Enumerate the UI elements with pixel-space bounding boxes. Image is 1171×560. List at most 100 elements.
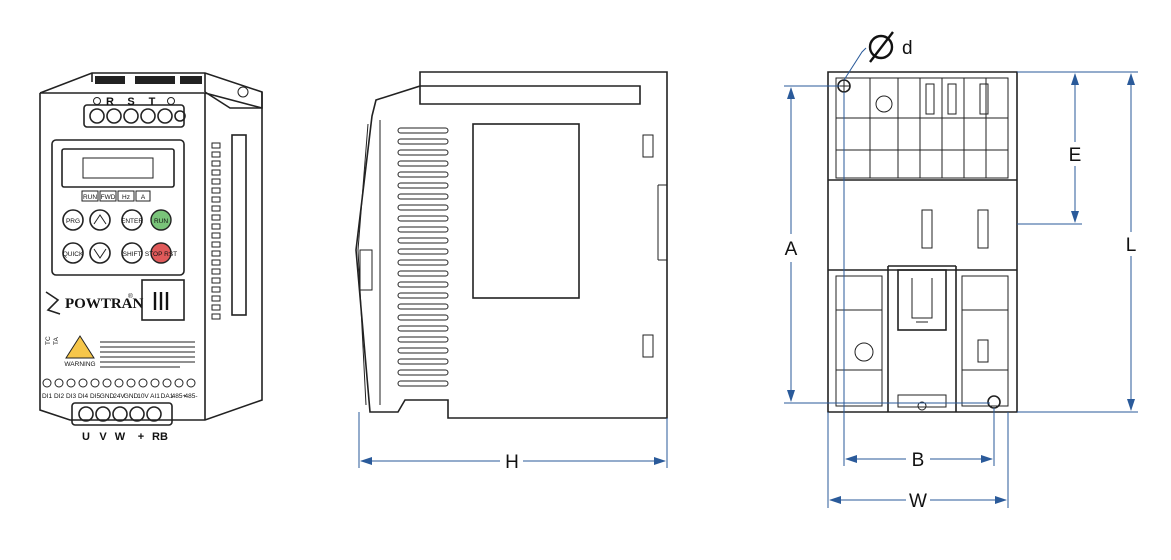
up-arrow-button bbox=[89, 209, 111, 231]
arrow-right-icon bbox=[981, 455, 993, 463]
svg-text:FWD: FWD bbox=[101, 194, 116, 201]
svg-text:A: A bbox=[141, 194, 146, 201]
ground-icon bbox=[93, 97, 101, 105]
arrow-right-icon bbox=[995, 496, 1007, 504]
svg-text:Hz: Hz bbox=[122, 194, 130, 201]
arrow-up-icon bbox=[1071, 73, 1079, 85]
svg-text:DI5: DI5 bbox=[90, 393, 101, 400]
warning-triangle-icon bbox=[65, 335, 95, 359]
arrow-left-icon bbox=[829, 496, 841, 504]
dimension-b: B bbox=[843, 92, 995, 471]
prg-button bbox=[62, 209, 84, 231]
svg-text:GND: GND bbox=[124, 393, 139, 400]
enter-button bbox=[121, 209, 143, 231]
dimension-w-label: W bbox=[909, 491, 927, 512]
dimension-e-label: E bbox=[1069, 145, 1082, 166]
stop-rst-button bbox=[150, 242, 172, 264]
arrow-left-icon bbox=[845, 455, 857, 463]
svg-text:10V: 10V bbox=[137, 393, 149, 400]
dimension-b-label: B bbox=[912, 450, 925, 471]
status-indicators: RUN FWD Hz A bbox=[81, 190, 151, 202]
brand-trademark: ® bbox=[128, 292, 133, 300]
svg-text:485-: 485- bbox=[184, 393, 197, 400]
mount-hole-icon bbox=[237, 86, 249, 98]
dimension-w: W bbox=[827, 412, 1009, 512]
svg-text:DI1: DI1 bbox=[42, 393, 53, 400]
run-button bbox=[150, 209, 172, 231]
bottom-terminal-block bbox=[71, 402, 173, 426]
svg-text:PRG: PRG bbox=[66, 218, 80, 225]
down-arrow-button bbox=[89, 242, 111, 264]
powtran-logo-icon bbox=[45, 291, 61, 315]
terminal-label-t: T bbox=[149, 96, 156, 108]
ground-icon bbox=[167, 97, 175, 105]
cover-latch bbox=[141, 279, 185, 321]
terminal-label-plus: + bbox=[138, 431, 144, 443]
arrow-up-icon bbox=[1127, 73, 1135, 85]
svg-text:DI2: DI2 bbox=[54, 393, 65, 400]
svg-text:RUN: RUN bbox=[83, 194, 97, 201]
dimension-a: A bbox=[784, 85, 990, 404]
terminal-label-u: U bbox=[82, 431, 90, 443]
dimension-a-label: A bbox=[785, 239, 798, 260]
svg-text:GND: GND bbox=[100, 393, 115, 400]
side-vents bbox=[211, 142, 221, 320]
svg-text:24V: 24V bbox=[113, 393, 125, 400]
arrow-down-icon bbox=[787, 390, 795, 402]
side-view: H bbox=[355, 71, 668, 473]
din-rail-clip bbox=[887, 265, 957, 412]
svg-text:STOP RST: STOP RST bbox=[145, 251, 177, 258]
back-view: d A E L bbox=[784, 31, 1138, 512]
svg-text:DA1: DA1 bbox=[161, 393, 174, 400]
up-arrow-icon bbox=[93, 214, 107, 225]
dimension-l-label: L bbox=[1126, 235, 1137, 256]
keypad-row-2: QUICK SHIFT STOP RST bbox=[62, 242, 177, 264]
svg-text:485+: 485+ bbox=[172, 393, 187, 400]
dimension-h: H bbox=[358, 412, 668, 473]
arrow-down-icon bbox=[1127, 399, 1135, 411]
front-view: R S T RUN FWD Hz A PRG ENTER RUN QUICK bbox=[39, 72, 263, 443]
arrow-up-icon bbox=[787, 87, 795, 99]
display-window bbox=[61, 148, 175, 188]
arrow-right-icon bbox=[654, 457, 666, 465]
svg-text:DI3: DI3 bbox=[66, 393, 77, 400]
side-vent-slots bbox=[397, 127, 449, 387]
keypad-panel bbox=[51, 139, 185, 276]
top-rib-grid bbox=[835, 77, 1009, 179]
diameter-icon bbox=[868, 34, 894, 60]
svg-text:DI4: DI4 bbox=[78, 393, 89, 400]
arrow-down-icon bbox=[1071, 211, 1079, 223]
warning-label: WARNING bbox=[64, 361, 95, 368]
terminal-label-v: V bbox=[99, 431, 107, 443]
terminal-label-w: W bbox=[115, 431, 126, 443]
terminal-label-r: R bbox=[106, 96, 114, 108]
dimension-l: L bbox=[1017, 71, 1138, 413]
svg-text:RUN: RUN bbox=[154, 218, 168, 225]
keypad-row-1: PRG ENTER RUN bbox=[62, 209, 172, 231]
dimension-e: E bbox=[1017, 71, 1082, 225]
top-terminal-screws bbox=[89, 108, 186, 124]
dimension-d-label: d bbox=[902, 38, 913, 59]
relay-label-tc: TC bbox=[45, 336, 52, 345]
bottom-terminal-screws bbox=[78, 406, 162, 422]
relay-label-ta: TA bbox=[53, 337, 60, 345]
side-label-area bbox=[472, 123, 580, 299]
down-arrow-icon bbox=[93, 248, 107, 259]
svg-text:QUICK: QUICK bbox=[63, 251, 84, 258]
svg-text:AI1: AI1 bbox=[150, 393, 160, 400]
io-terminal-screws bbox=[42, 378, 196, 388]
warning-text-lines bbox=[100, 341, 195, 368]
shift-button bbox=[121, 242, 143, 264]
svg-text:ENTER: ENTER bbox=[121, 218, 143, 225]
dimension-d: d bbox=[843, 31, 913, 81]
top-terminal-block bbox=[83, 104, 185, 128]
arrow-left-icon bbox=[360, 457, 372, 465]
terminal-label-s: S bbox=[127, 96, 134, 108]
brand-name: POWTRAN bbox=[65, 296, 144, 312]
io-terminal-labels: DI1 DI2 DI3 DI4 DI5 GND 24V GND 10V AI1 … bbox=[42, 393, 198, 400]
terminal-label-rb: RB bbox=[152, 431, 168, 443]
dimension-h-label: H bbox=[505, 452, 519, 473]
bottom-rib-grid bbox=[835, 275, 1009, 407]
svg-text:SHIFT: SHIFT bbox=[123, 251, 142, 258]
